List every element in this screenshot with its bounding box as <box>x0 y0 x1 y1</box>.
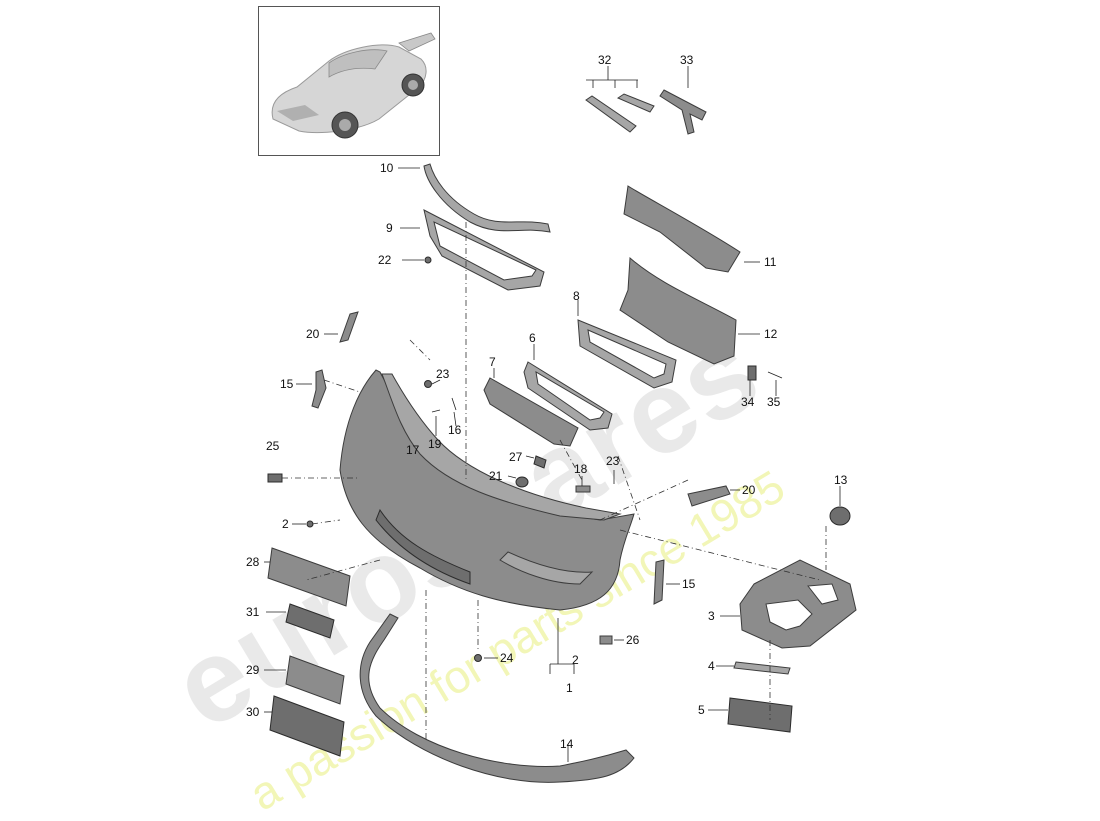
part-22-screw <box>424 256 432 264</box>
part-11-air-duct-upper <box>623 185 741 273</box>
callout-30[interactable]: 30 <box>246 705 260 719</box>
part-15-guide-left <box>311 369 327 409</box>
callout-23-top[interactable]: 23 <box>436 367 450 381</box>
parts-diagram: eurospares a passion for parts since 198… <box>151 6 857 820</box>
callout-5[interactable]: 5 <box>698 703 705 717</box>
callout-29[interactable]: 29 <box>246 663 260 677</box>
part-24-screw <box>474 654 482 662</box>
callout-17[interactable]: 17 <box>406 443 420 457</box>
callout-22[interactable]: 22 <box>378 253 392 267</box>
part-28-plate <box>267 547 351 607</box>
part-27-clip <box>533 455 547 469</box>
part-8-grille <box>577 319 677 389</box>
callout-6[interactable]: 6 <box>529 331 536 345</box>
callout-26[interactable]: 26 <box>626 633 640 647</box>
part-26-cover <box>599 635 613 645</box>
callout-11[interactable]: 11 <box>764 255 777 269</box>
part-20-guide-bracket-left <box>339 311 359 343</box>
part-33-application-gun <box>659 66 707 135</box>
callout-19[interactable]: 19 <box>428 437 442 451</box>
part-4-strip <box>733 661 791 675</box>
part-30-plate <box>269 695 345 757</box>
part-31-plate <box>285 603 335 639</box>
part-3-bracket-carrier <box>739 559 857 649</box>
part-23-screw <box>424 380 432 388</box>
car-icon <box>271 32 436 139</box>
callout-3[interactable]: 3 <box>708 609 715 623</box>
part-34-clip <box>747 365 757 381</box>
callout-14[interactable]: 14 <box>560 737 574 751</box>
callout-15-left[interactable]: 15 <box>280 377 294 391</box>
bumper-upper-face <box>381 373 622 521</box>
part-21-clip <box>515 476 529 488</box>
callout-23-right[interactable]: 23 <box>606 454 620 468</box>
callout-21[interactable]: 21 <box>489 469 503 483</box>
part-6-grille-frame <box>523 361 613 431</box>
callout-7[interactable]: 7 <box>489 355 496 369</box>
callout-20-left[interactable]: 20 <box>306 327 320 341</box>
part-14-spoiler-lip <box>359 613 635 783</box>
callout-33[interactable]: 33 <box>680 53 694 67</box>
callout-34[interactable]: 34 <box>741 395 755 409</box>
callout-10[interactable]: 10 <box>380 161 394 175</box>
callout-4[interactable]: 4 <box>708 659 715 673</box>
bumper-right-intake <box>499 551 594 585</box>
part-29-plate <box>285 655 345 705</box>
callout-9[interactable]: 9 <box>386 221 393 235</box>
part-12-air-duct <box>619 256 737 365</box>
callout-2-bottom[interactable]: 2 <box>572 653 579 667</box>
callout-13[interactable]: 13 <box>834 473 848 487</box>
part-32-sealant-tubes <box>585 66 655 133</box>
callout-32[interactable]: 32 <box>598 53 612 67</box>
part-13-grommet <box>829 506 851 526</box>
vehicle-thumbnail <box>258 6 440 156</box>
part-9-grille-frame <box>423 209 545 291</box>
callout-8[interactable]: 8 <box>573 289 580 303</box>
callout-18[interactable]: 18 <box>574 462 588 476</box>
callout-35[interactable]: 35 <box>767 395 781 409</box>
part-7-air-guide <box>483 377 579 447</box>
bumper-lower-intake <box>375 508 471 585</box>
callout-1[interactable]: 1 <box>566 681 573 695</box>
callout-16[interactable]: 16 <box>448 423 462 437</box>
callout-12[interactable]: 12 <box>764 327 778 341</box>
callout-15-right[interactable]: 15 <box>682 577 696 591</box>
callout-2-left[interactable]: 2 <box>282 517 289 531</box>
part-15-guide-right <box>653 559 665 605</box>
callout-28[interactable]: 28 <box>246 555 260 569</box>
callout-25[interactable]: 25 <box>266 439 280 453</box>
part-10-grille-strip <box>423 163 551 233</box>
callout-24[interactable]: 24 <box>500 651 514 665</box>
part-20-guide-bracket-right <box>687 485 731 507</box>
part-25-cover <box>267 473 283 483</box>
callout-31[interactable]: 31 <box>246 605 260 619</box>
part-5-grille <box>727 697 793 733</box>
callout-20-right[interactable]: 20 <box>742 483 756 497</box>
exploded-view-drawing: .pt { fill:#8c8c8c; stroke:#3c3c3c; stro… <box>264 66 857 783</box>
part-18-strip <box>575 485 591 493</box>
callout-27[interactable]: 27 <box>509 450 523 464</box>
